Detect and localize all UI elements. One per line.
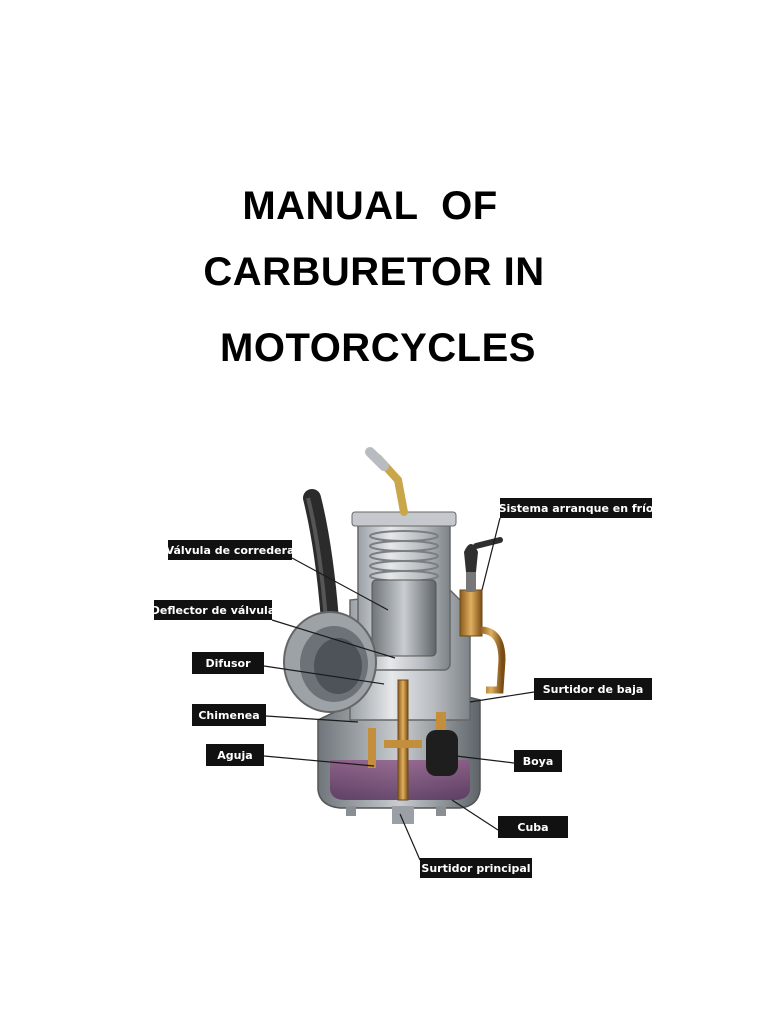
label-aguja-text: Aguja xyxy=(217,749,252,762)
label-difusor: Difusor xyxy=(192,652,264,674)
label-cuba: Cuba xyxy=(498,816,568,838)
rubber-hose xyxy=(303,489,339,629)
label-surtidor-principal-text: Surtidor principal xyxy=(421,862,530,875)
label-deflector-valvula: Deflector de válvula xyxy=(151,600,276,620)
label-sistema-arranque-text: Sistema arranque en frío xyxy=(499,502,654,515)
label-chimenea: Chimenea xyxy=(192,704,266,726)
label-chimenea-text: Chimenea xyxy=(198,709,259,722)
label-cuba-text: Cuba xyxy=(517,821,548,834)
label-boya: Boya xyxy=(514,750,562,772)
title-line-3: MOTORCYCLES xyxy=(220,326,536,370)
label-valvula-corredera: Válvula de corredera xyxy=(166,540,295,560)
label-sistema-arranque: Sistema arranque en frío xyxy=(499,498,654,518)
label-difusor-text: Difusor xyxy=(205,657,251,670)
carburetor-body xyxy=(283,447,506,824)
label-deflector-valvula-text: Deflector de válvula xyxy=(151,604,276,617)
title-line-2: CARBURETOR IN xyxy=(203,250,545,294)
label-aguja: Aguja xyxy=(206,744,264,766)
label-surtidor-baja-text: Surtidor de baja xyxy=(543,683,644,696)
title-line-1: MANUAL OF xyxy=(242,184,498,228)
label-surtidor-principal: Surtidor principal xyxy=(420,858,532,878)
label-valvula-corredera-text: Válvula de corredera xyxy=(166,544,295,557)
label-boya-text: Boya xyxy=(523,755,554,768)
label-surtidor-baja: Surtidor de baja xyxy=(534,678,652,700)
leader-lines xyxy=(263,517,535,861)
